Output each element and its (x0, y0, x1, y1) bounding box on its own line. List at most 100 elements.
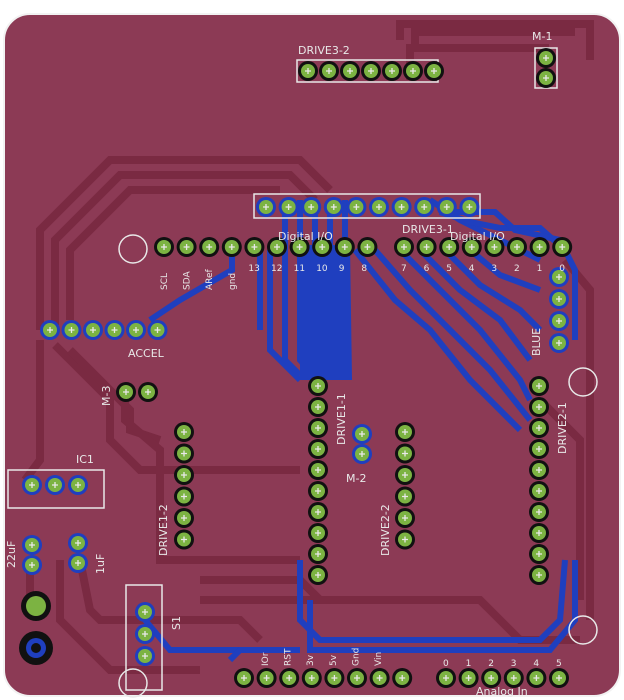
label-digital-io-1: Digital I/O (278, 230, 333, 243)
drive1-2-pad (174, 465, 194, 485)
pin-label-right: 0 (559, 264, 565, 274)
analog-header-pad (481, 668, 502, 688)
pin-label-power: 5v (329, 654, 339, 666)
drive1-2-pad (174, 443, 194, 464)
header-left-pad (154, 237, 174, 257)
label-accel: ACCEL (128, 347, 165, 360)
header-left-pad (199, 237, 220, 257)
blue-pad (549, 311, 569, 331)
pin-label-analog: 1 (466, 659, 472, 669)
drive1-1-pad (308, 418, 328, 438)
pin-label-power: Vin (374, 652, 384, 666)
drive3-1-pad (323, 197, 344, 217)
analog-header-pad (526, 668, 547, 688)
bottom-pour (300, 245, 352, 380)
drive3-2-pad (340, 61, 360, 81)
drive3-2-pad (298, 61, 318, 81)
drive2-1-pad (529, 439, 549, 459)
pin-label-analog: 5 (556, 659, 562, 669)
m1-pad (536, 68, 556, 88)
pin-label-analog: 0 (443, 659, 449, 669)
pin-label-left: SDA (183, 271, 193, 290)
pin-label-right: 6 (424, 264, 430, 274)
blue-pad (549, 267, 569, 287)
header-right-pad (529, 237, 550, 257)
pin-label-left: 10 (316, 264, 328, 274)
drive3-2-pad (361, 61, 381, 81)
pin-label-power: Gnd (351, 648, 361, 666)
pin-label-right: 4 (469, 264, 475, 274)
pin-label-power: 3v (306, 654, 316, 666)
drive3-1-pad (414, 197, 435, 217)
pin-label-right: 1 (537, 264, 543, 274)
drive2-1-pad (529, 565, 549, 585)
power-header-pad (256, 668, 277, 688)
cap-1uf-pad (68, 553, 88, 573)
drive2-2-pad (395, 422, 415, 442)
header-right-pad (552, 237, 573, 257)
drive2-1-pad (529, 523, 549, 543)
label-analog-in: Analog In (476, 685, 528, 698)
label-1uf: 1uF (94, 554, 107, 574)
power-terminal (19, 591, 53, 665)
drive3-2-pad (319, 61, 339, 81)
s1-pad (135, 624, 155, 644)
pin-label-right: 5 (446, 264, 452, 274)
drive3-2-pad (424, 61, 444, 81)
analog-header-pad (436, 668, 456, 688)
drive3-1-pad (436, 197, 457, 217)
drive2-1-pad (529, 397, 549, 417)
m3-pad (116, 382, 136, 402)
header-left-pad (289, 237, 310, 257)
label-digital-io-2: Digital I/O (450, 230, 505, 243)
drive1-1-pad (308, 460, 328, 480)
drive3-2-pad (403, 61, 423, 81)
analog-header-pad (549, 668, 569, 688)
drive2-2-pad (395, 486, 415, 507)
silk-outlines (7, 47, 558, 691)
drive3-1-pad (278, 197, 299, 217)
silk-labels: DRIVE3-2 M-1 DRIVE3-1 Digital I/O Digita… (5, 30, 569, 698)
analog-header-pad (503, 668, 524, 688)
pin-label-analog: 3 (511, 659, 517, 669)
drive3-1-pad (369, 197, 389, 217)
label-blue: BLUE (530, 328, 543, 356)
label-ic1: IC1 (76, 453, 94, 466)
label-drive3-1: DRIVE3-1 (402, 223, 454, 236)
drive2-1-pad (529, 544, 549, 564)
ic1-pad (45, 475, 65, 495)
header-left-pad (176, 237, 197, 257)
ic1-pad (68, 475, 88, 495)
header-left-pad (267, 237, 287, 257)
drive3-1-pad (346, 197, 367, 217)
label-drive1-2: DRIVE1-2 (157, 504, 170, 556)
pin-label-power: RST (284, 648, 294, 666)
drive2-1-pad (529, 481, 549, 501)
pin-label-right: 2 (514, 264, 520, 274)
pin-label-left: 11 (294, 264, 305, 274)
label-drive3-2: DRIVE3-2 (298, 44, 350, 57)
drive3-2-pad (382, 61, 402, 81)
drive2-2-pad (395, 465, 415, 485)
drive1-1-pad (308, 523, 328, 543)
pin-label-analog: 4 (533, 659, 539, 669)
pin-label-power: IOr (261, 652, 271, 666)
drive2-1-pad (529, 460, 549, 480)
drive2-2-pad (395, 443, 415, 464)
header-left-pad (357, 237, 378, 257)
accel-pad (147, 320, 168, 340)
power-header-pad (392, 668, 413, 688)
header-right-pad (439, 237, 460, 257)
drive1-1-pad (308, 439, 328, 459)
header-right-pad (484, 237, 505, 257)
header-right-pad (507, 237, 527, 257)
drive1-1-pad (308, 502, 328, 522)
header-right-pad (394, 237, 414, 257)
label-22uf: 22uF (5, 541, 18, 568)
header-left-pad (334, 237, 355, 257)
pin-label-left: SCL (160, 273, 170, 290)
pin-label-left: gnd (228, 273, 238, 290)
power-header-pad (324, 668, 345, 688)
header-left-pad (244, 237, 265, 257)
